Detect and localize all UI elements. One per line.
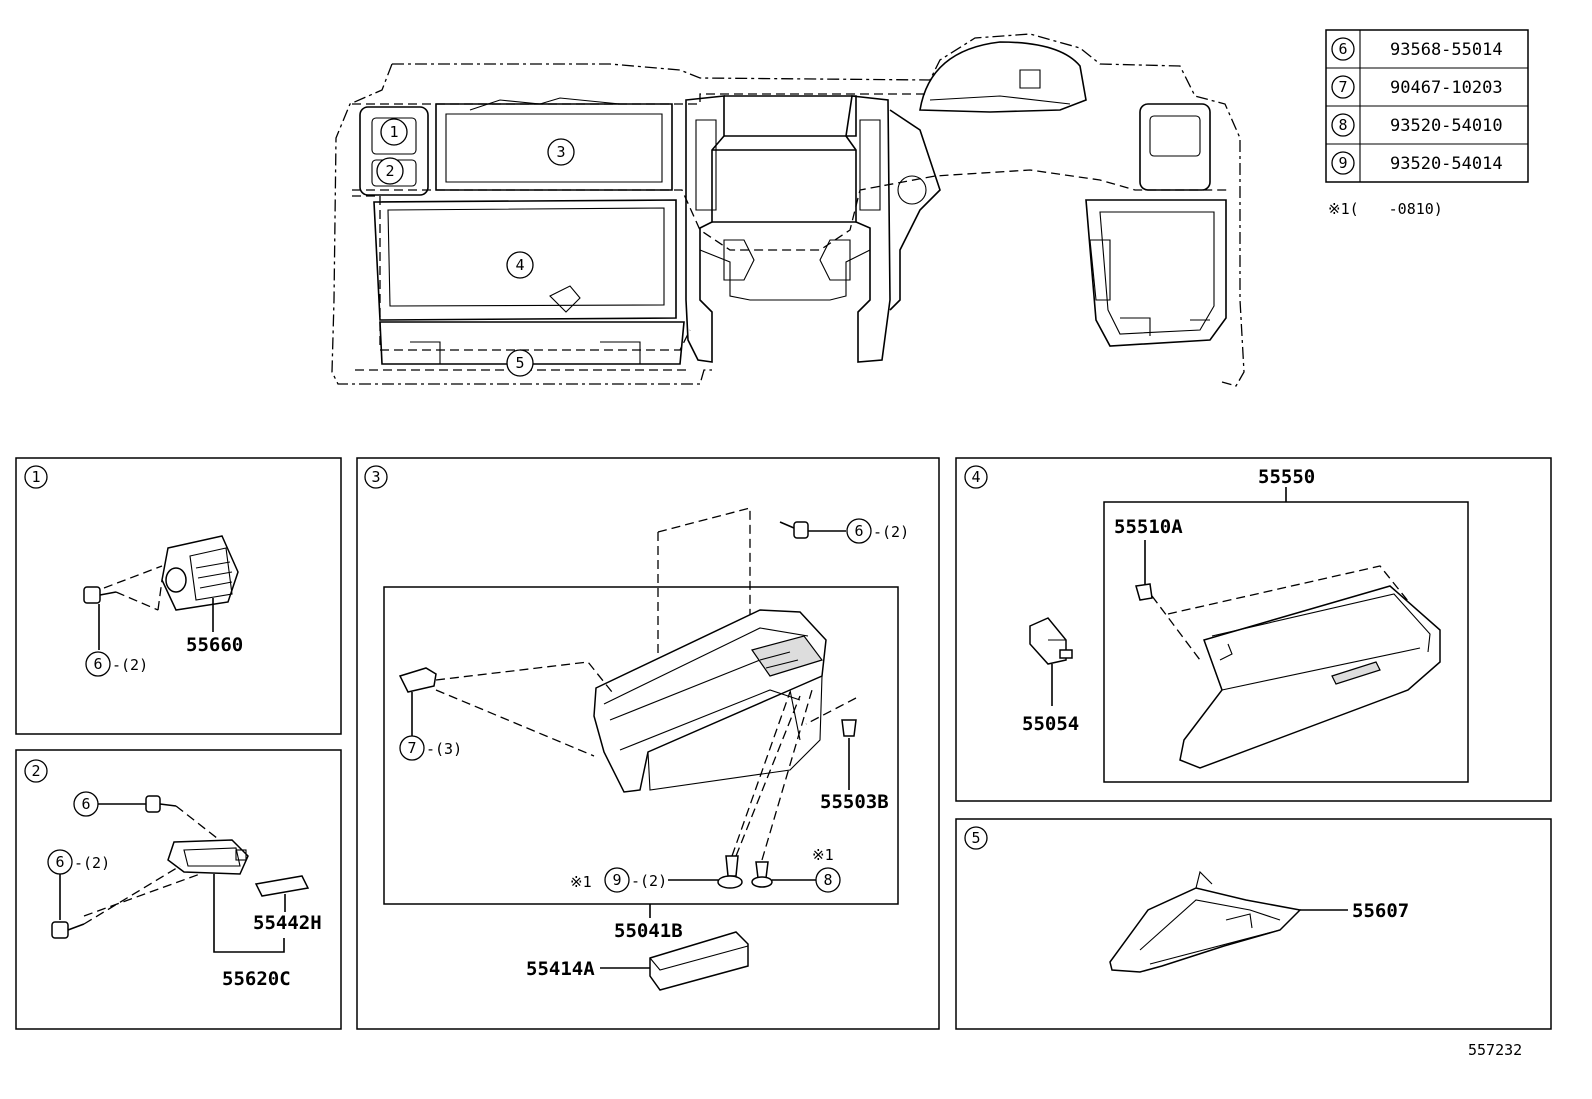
latch-icon bbox=[1029, 617, 1073, 665]
part-label-55041B: 55041B bbox=[614, 920, 683, 942]
overview-callout-5: 5 bbox=[506, 349, 534, 377]
part-label-55054: 55054 bbox=[1022, 713, 1079, 735]
panel-1: 1 55660 6 -(2) bbox=[15, 457, 342, 735]
part-label-55414A: 55414A bbox=[526, 958, 595, 980]
overview-callout-1: 1 bbox=[380, 118, 408, 146]
panel-3: 3 6 -(2) 7 -(3) 5 bbox=[356, 457, 940, 1030]
table-row: 6 93568-55014 bbox=[1331, 37, 1503, 61]
clip-icon bbox=[398, 667, 437, 693]
svg-text:93568-55014: 93568-55014 bbox=[1390, 40, 1503, 60]
svg-text:6: 6 bbox=[81, 795, 90, 813]
part-label-55503B: 55503B bbox=[820, 791, 889, 813]
screw-icon bbox=[145, 795, 177, 813]
panel-2: 2 6 6 -(2) 55442H 55620C bbox=[15, 749, 342, 1030]
svg-text:4: 4 bbox=[515, 256, 524, 274]
screw-icon bbox=[83, 586, 117, 604]
svg-text:2: 2 bbox=[31, 762, 40, 780]
part-label-55620C: 55620C bbox=[222, 968, 291, 990]
overview-callout-2: 2 bbox=[376, 157, 404, 185]
screw-icon bbox=[717, 855, 743, 889]
part-label-55607: 55607 bbox=[1352, 900, 1409, 922]
table-row: 7 90467-10203 bbox=[1331, 75, 1503, 99]
part-label-55660: 55660 bbox=[186, 634, 243, 656]
svg-text:9: 9 bbox=[612, 871, 621, 889]
svg-text:※1: ※1 bbox=[812, 846, 834, 864]
svg-text:1: 1 bbox=[389, 123, 398, 141]
svg-text:3: 3 bbox=[371, 468, 380, 486]
svg-text:90467-10203: 90467-10203 bbox=[1390, 78, 1503, 98]
svg-text:93520-54010: 93520-54010 bbox=[1390, 116, 1503, 136]
screw-icon bbox=[51, 921, 85, 939]
svg-text:-(2): -(2) bbox=[873, 523, 909, 541]
panel-5: 5 55607 bbox=[955, 818, 1552, 1030]
svg-text:-(3): -(3) bbox=[426, 740, 462, 758]
table-row: 8 93520-54010 bbox=[1331, 113, 1503, 137]
clip-icon bbox=[841, 719, 857, 737]
svg-text:5: 5 bbox=[515, 354, 524, 372]
diagram-id: 557232 bbox=[1468, 1041, 1522, 1059]
svg-text:8: 8 bbox=[1338, 116, 1347, 134]
svg-text:-(2): -(2) bbox=[631, 872, 667, 890]
panel-4: 4 55550 55510A 55054 bbox=[955, 457, 1552, 802]
part-label-55510A: 55510A bbox=[1114, 516, 1183, 538]
svg-text:3: 3 bbox=[556, 143, 565, 161]
svg-text:8: 8 bbox=[823, 871, 832, 889]
footnote: ※1( -0810) bbox=[1328, 200, 1443, 218]
svg-text:93520-54014: 93520-54014 bbox=[1390, 154, 1503, 174]
screw-icon bbox=[779, 521, 809, 539]
svg-text:7: 7 bbox=[407, 739, 416, 757]
svg-text:6: 6 bbox=[1338, 40, 1347, 58]
overview-callout-4: 4 bbox=[506, 251, 534, 279]
part-number-table: 6 93568-55014 7 90467-10203 8 93520-5401… bbox=[1325, 29, 1529, 218]
table-row: 9 93520-54014 bbox=[1331, 151, 1503, 175]
svg-text:6: 6 bbox=[55, 853, 64, 871]
svg-text:4: 4 bbox=[971, 468, 980, 486]
part-label-55442H: 55442H bbox=[253, 912, 322, 934]
svg-text:6: 6 bbox=[93, 655, 102, 673]
svg-text:1: 1 bbox=[31, 468, 40, 486]
svg-text:7: 7 bbox=[1338, 78, 1347, 96]
svg-text:6: 6 bbox=[854, 522, 863, 540]
screw-icon bbox=[751, 861, 773, 888]
overview-callout-3: 3 bbox=[547, 138, 575, 166]
dashboard-overview: 1 2 3 4 5 bbox=[331, 33, 1245, 387]
svg-text:9: 9 bbox=[1338, 154, 1347, 172]
svg-text:2: 2 bbox=[385, 162, 394, 180]
svg-text:-(2): -(2) bbox=[74, 854, 110, 872]
clip-icon bbox=[1135, 583, 1153, 601]
svg-text:-(2): -(2) bbox=[112, 656, 148, 674]
svg-text:※1: ※1 bbox=[570, 873, 592, 891]
svg-text:5: 5 bbox=[971, 829, 980, 847]
part-label-55550: 55550 bbox=[1258, 466, 1315, 488]
